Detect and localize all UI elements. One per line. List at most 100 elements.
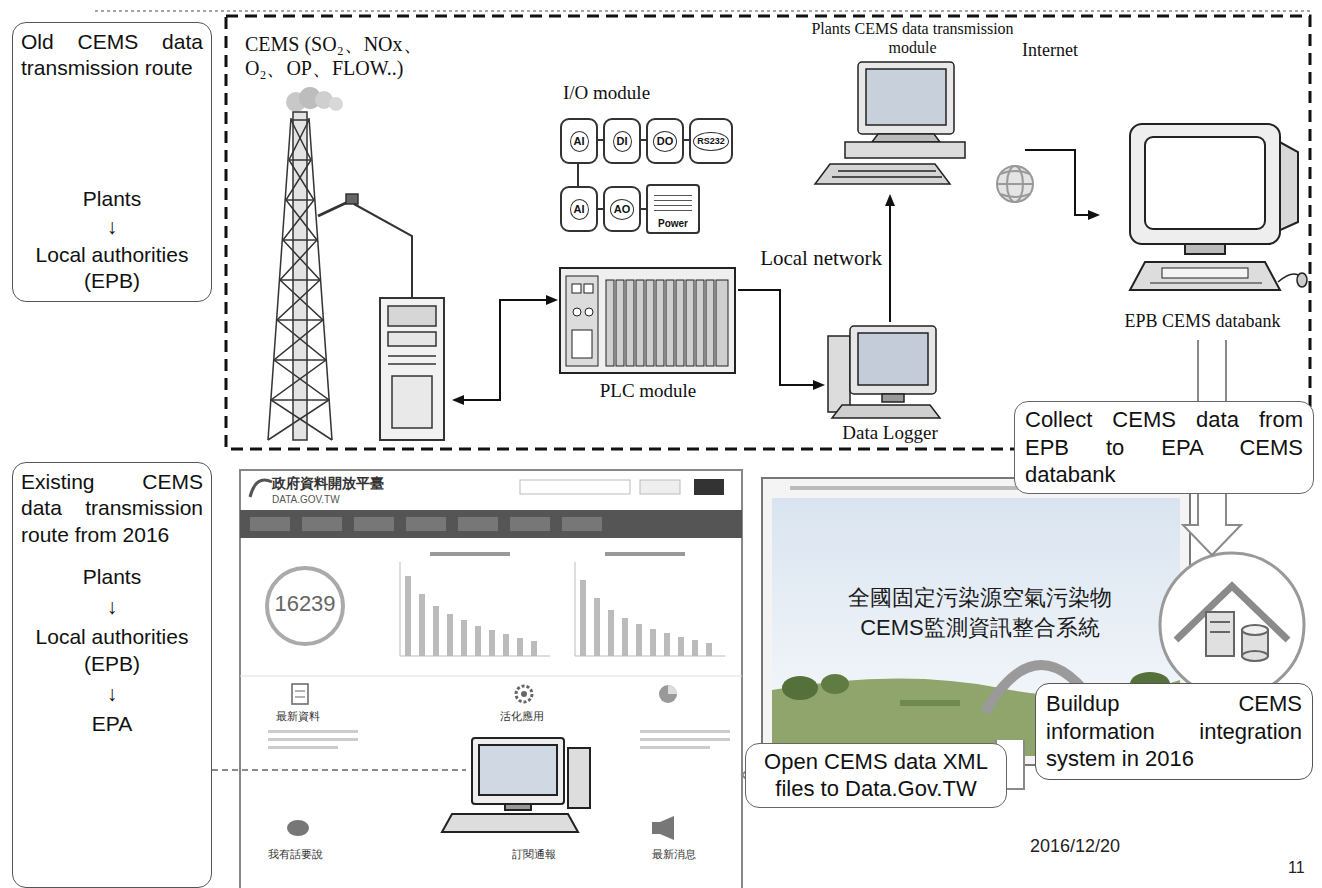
node-text: ↓ [21,594,203,620]
arrow-head [546,295,558,305]
epb-monitor-figure-part [1130,124,1280,244]
plc-figure-part [566,276,598,366]
portal-screenshot-part [405,576,411,656]
plc-figure-part [585,308,593,316]
portal-screenshot-part [640,730,730,733]
node-label: Old CEMS data transmission route [21,29,203,82]
portal-screenshot-part [608,610,614,656]
plc-module: PLC module [558,266,738,406]
stack-figure-part [329,97,343,111]
connector [885,194,895,322]
plant-computer-figure-part [845,142,965,158]
node-text: 16239 [265,591,345,617]
data-logger: Data Logger [825,322,955,446]
plc-figure-part [572,330,592,358]
node-label: CEMS (SO₂、NOx、O₂、OP、FLOW..) [245,32,450,80]
stack-figure-part [388,355,436,357]
node-text: EPA [21,711,203,737]
stack-figure-part [309,118,332,440]
portal-screenshot-part [419,594,425,656]
portal-screenshot-part [302,517,342,531]
portal-screenshot-part [694,479,724,495]
node-label: Power [658,219,688,229]
portal-screenshot-part [240,510,742,538]
arrow-head [1183,525,1241,555]
epa-databank-icon-part [1242,625,1268,635]
logger-figure-part [832,405,940,418]
internet-globe-part [1000,171,1030,174]
plc-figure-part [560,268,735,373]
portal-screenshot-part [594,598,600,656]
arrow-head [813,380,825,390]
node-text: Plants [21,564,203,590]
stack-figure-part [346,194,358,204]
plc-figure-part [706,280,714,366]
portal-screenshot-part [692,640,698,656]
screenshot-caption: 活化應用 [500,710,544,723]
stack-figure-part [274,359,326,361]
connector [452,295,558,405]
portal-screenshot-part [354,517,394,531]
portal-screenshot-part [433,606,439,656]
label-holder: 活化應用 [500,710,544,723]
screenshot-caption: 訂閱通報 [512,848,556,861]
power-module: Power [646,184,700,234]
node-label: AO [610,199,635,220]
epa-databank-icon-part [1210,621,1230,623]
portal-screenshot-part [250,480,272,497]
plant-computer-figure-part [832,176,942,178]
portal-screenshot-part [622,618,628,656]
plc-figure-part [656,280,664,366]
portal-screenshot-part [250,517,290,531]
portal-screenshot-part [295,697,305,698]
cems-stack: CEMS (SO₂、NOx、O₂、OP、FLOW..) [240,30,452,445]
node-label: DI [613,131,632,152]
plc-figure-part [696,280,704,366]
io-channel: RS232 [689,118,733,164]
portal-screenshot-part [458,517,498,531]
stack-figure-part [271,120,332,440]
portal-computer-figure-part [568,748,590,808]
portal-screenshot-part [580,580,586,656]
portal-screenshot-part [447,614,453,656]
node-label: AI [570,199,589,220]
stack-figure-part [318,201,350,216]
epb-monitor-figure-part [1130,262,1280,290]
plc-figure-part [573,308,581,316]
region-border [95,11,1312,449]
stack-figure-part [277,319,323,321]
node-label: RS232 [693,132,729,151]
portal-screenshot-part [575,562,576,656]
stack-figure-part [293,112,307,440]
stack-figure-part [392,376,432,428]
epb-monitor-figure-part [1297,273,1307,287]
internet-globe-part [997,166,1033,202]
slide-footer: 2016/12/20 [1030,836,1120,858]
label-holder: 我有話要說 [268,848,323,861]
portal-screenshot-part [503,634,509,656]
screenshot-caption: 我有話要說 [268,848,323,861]
portal-screenshot-part [605,552,685,556]
io-channel: AO [603,186,641,232]
node-text: Local authorities (EPB) [21,624,203,677]
stack-figure [268,87,444,440]
io-module: I/O moduleAIDIDORS232AIAOPower [555,82,740,245]
node-label: AI [570,131,589,152]
internet-globe-part [997,183,1033,185]
node-label: Plants CEMS data transmission module [800,19,1025,57]
buildup-callout: Buildup CEMS information integration sys… [1035,683,1313,780]
plant-computer-figure-part [866,69,946,125]
portal-screenshot-part [521,691,527,697]
epa-databank-icon-part [1242,651,1268,661]
label-holder: 2016/12/20 [1030,836,1120,858]
plc-figure [560,268,735,373]
plant-computer-figure-part [838,170,936,172]
io-channel: DO [646,118,684,164]
epa-databank-icon [1160,553,1304,697]
portal-screenshot-part [287,820,309,836]
epb-databank: EPB CEMS databank [1100,115,1305,340]
callout-box: Collect CEMS data from EPB to EPA CEMS d… [1014,401,1314,494]
node-label: EPB CEMS databank [1100,311,1305,333]
connector-line [738,290,814,385]
plc-figure-part [584,284,593,293]
